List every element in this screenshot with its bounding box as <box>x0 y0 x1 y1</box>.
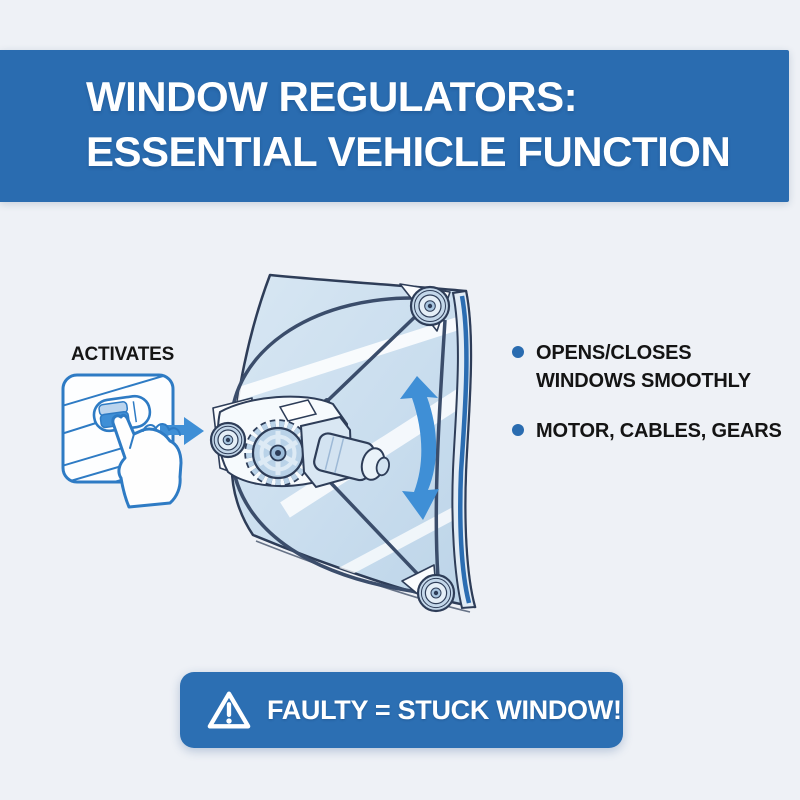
bottom-pulley-icon <box>416 573 456 613</box>
motor-icon <box>299 415 390 489</box>
activates-label: ACTIVATES <box>71 344 175 365</box>
warning-triangle-icon <box>207 691 251 729</box>
up-down-arrow-icon <box>400 376 439 520</box>
window-regulator-illustration <box>209 273 477 613</box>
warning-banner: FAULTY = STUCK WINDOW! <box>180 672 623 748</box>
warning-text: FAULTY = STUCK WINDOW! <box>267 694 622 725</box>
feature-text: MOTOR, CABLES, GEARS <box>536 420 782 442</box>
left-pulley-icon <box>209 421 247 459</box>
regulator-cables <box>229 296 447 594</box>
bullet-dot <box>512 424 524 436</box>
page-title-line2: ESSENTIAL VEHICLE FUNCTION <box>86 128 731 175</box>
top-pulley-icon <box>409 285 451 327</box>
header-banner: WINDOW REGULATORS: ESSENTIAL VEHICLE FUN… <box>0 50 789 202</box>
feature-item-components: MOTOR, CABLES, GEARS <box>512 417 786 445</box>
right-arrow-icon <box>160 417 204 445</box>
bullet-dot <box>512 346 524 358</box>
page-title-line1: WINDOW REGULATORS: <box>86 73 578 120</box>
feature-text: OPENS/CLOSES WINDOWS SMOOTHLY <box>536 342 751 392</box>
pointing-hand-icon <box>111 413 183 509</box>
feature-item-smooth: OPENS/CLOSES WINDOWS SMOOTHLY <box>512 339 786 395</box>
